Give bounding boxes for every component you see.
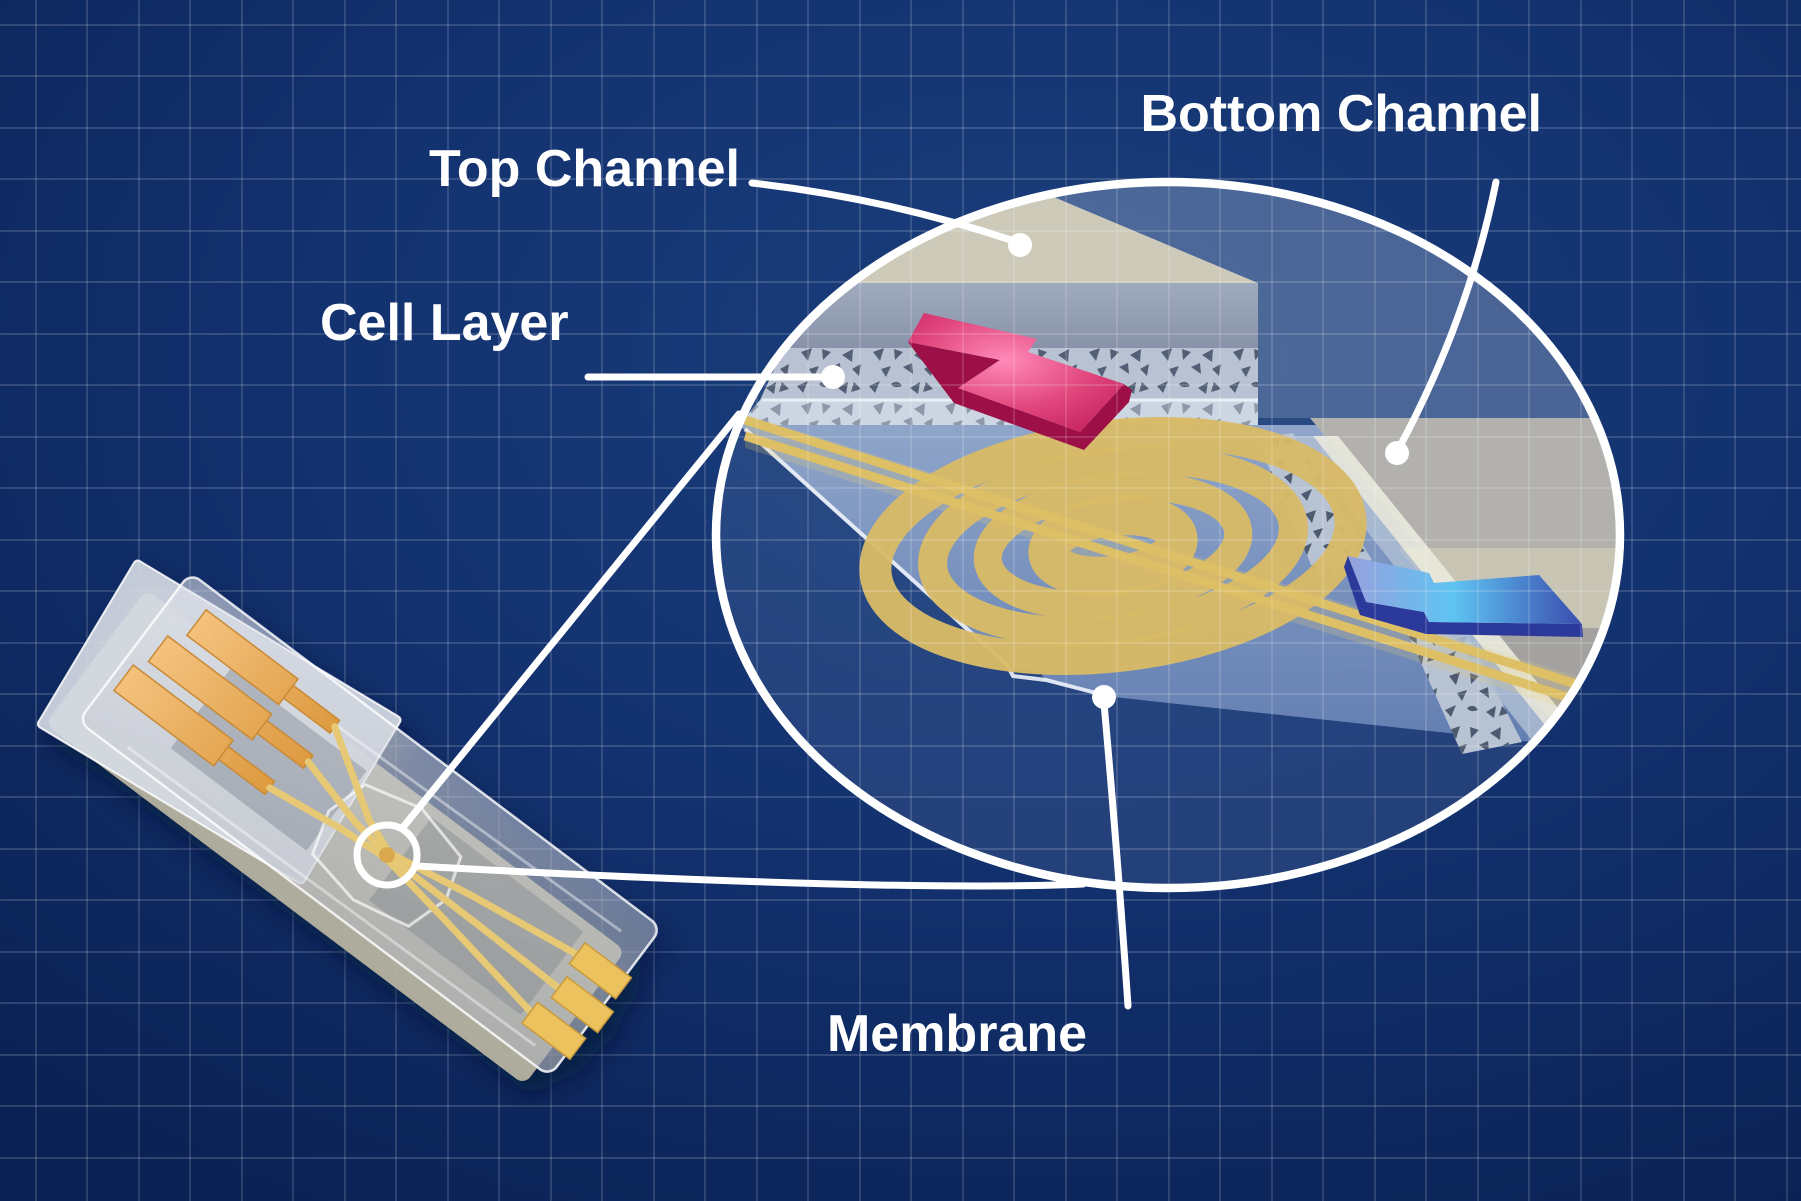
annotation-layer — [353, 177, 1625, 1010]
top-channel-leader-dot — [1008, 233, 1032, 257]
membrane-edge-highlight — [743, 427, 1105, 697]
top-channel-leader-line — [748, 179, 1018, 245]
bottom-channel-flow-arrow — [1344, 556, 1583, 637]
label-top-channel: Top Channel — [429, 140, 740, 198]
magnifier-ellipse — [711, 177, 1625, 893]
label-bottom-channel: Bottom Channel — [1140, 85, 1542, 143]
chip-chamber-outline — [310, 782, 463, 928]
label-layer: Top Channel Bottom Channel Cell Layer Me… — [320, 85, 1542, 1063]
zoom-cone-lower-line — [412, 862, 1087, 890]
label-cell-layer: Cell Layer — [320, 294, 569, 352]
cell-layer-leader-dot — [821, 365, 845, 389]
chip-sensor-dot — [379, 847, 395, 863]
membrane-leader-dot — [1092, 685, 1116, 709]
chip-contact-pads-left — [112, 608, 341, 796]
bottom-channel-leader-dot — [1385, 441, 1409, 465]
zoom-cone-upper-line — [400, 410, 743, 830]
chip-zoom-circle — [353, 821, 421, 889]
top-channel-flow-arrow — [908, 313, 1132, 450]
label-membrane: Membrane — [827, 1005, 1087, 1063]
electrode-spiral — [859, 417, 1367, 675]
top-channel-wall — [784, 283, 1258, 348]
bottom-channel-leader-line — [1395, 178, 1500, 452]
chip-photo — [36, 559, 658, 1081]
chip-contact-pads-right — [520, 941, 633, 1061]
chip-gold-traces — [266, 723, 582, 1017]
membrane-leader-line — [1100, 699, 1132, 1010]
electrode-traces — [743, 415, 1620, 719]
